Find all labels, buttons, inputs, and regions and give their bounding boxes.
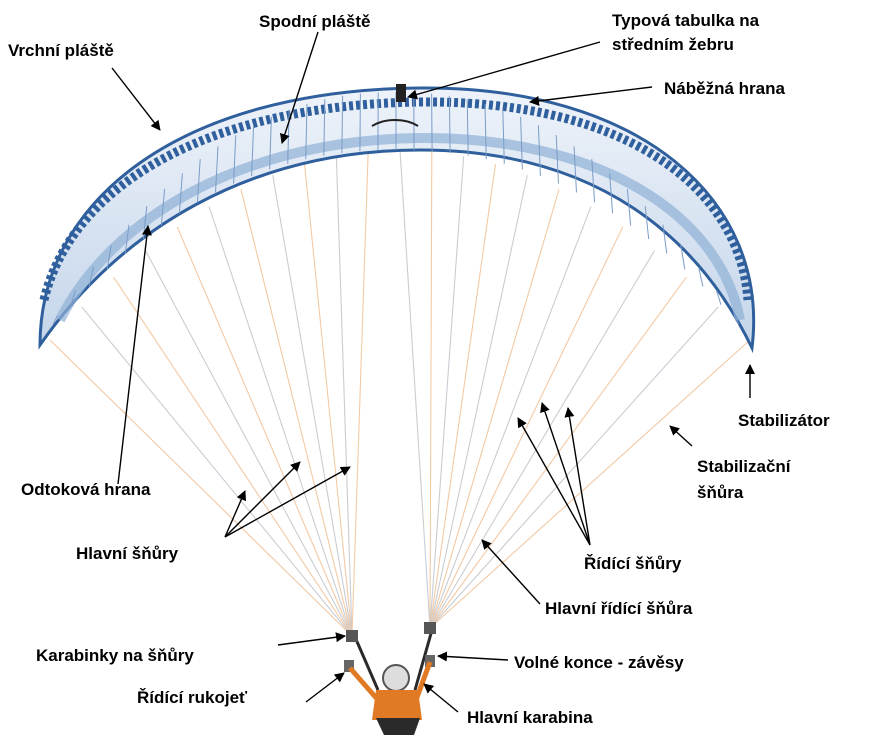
harness	[376, 718, 420, 735]
label-hlavni-snury: Hlavní šňůry	[76, 543, 178, 564]
center-rib-strap	[396, 84, 406, 102]
arrow-typova-tabulka	[408, 42, 600, 97]
suspension-line	[430, 175, 527, 628]
label-stabilizacni-line1: Stabilizační	[697, 456, 791, 477]
suspension-line	[177, 227, 352, 636]
arrow-karabinky	[278, 636, 345, 645]
suspension-line	[430, 164, 495, 628]
label-hlavni-karabina: Hlavní karabina	[467, 707, 593, 728]
suspension-line	[114, 277, 352, 636]
label-nabezna-hrana: Náběžná hrana	[664, 78, 785, 99]
arrow-volne-konce	[438, 656, 508, 660]
suspension-line	[430, 156, 464, 628]
arrow-ridici-rukojet	[306, 673, 344, 702]
suspension-line	[400, 150, 430, 628]
arrow-stabilizacni-snura	[670, 426, 692, 446]
pilot	[344, 622, 436, 735]
label-ridici-rukojet: Řídící rukojeť	[137, 687, 247, 708]
arrow-hlavni-ridici-snura	[482, 540, 540, 604]
label-stabilizator: Stabilizátor	[738, 410, 830, 431]
suspension-line	[336, 156, 352, 636]
suspension-line	[145, 250, 352, 636]
line-carabiner-right	[424, 622, 436, 634]
arrow-hlavni-snury-2	[225, 462, 300, 537]
label-karabinky: Karabinky na šňůry	[36, 645, 194, 666]
arrow-nabezna-hrana	[530, 87, 652, 102]
label-volne-konce: Volné konce - závěsy	[514, 652, 684, 673]
label-odtokova-hrana: Odtoková hrana	[21, 479, 150, 500]
arrow-vrchni-plaste	[112, 68, 160, 130]
label-spodni-plaste: Spodní pláště	[259, 11, 370, 32]
canopy	[40, 84, 754, 348]
arrow-odtokova-hrana	[118, 226, 148, 484]
canopy-cell-seam	[432, 94, 433, 152]
arrow-hlavni-snury-3	[225, 467, 350, 537]
suspension-line	[430, 207, 591, 628]
suspension-line	[430, 189, 559, 628]
suspension-line	[352, 152, 368, 636]
pilot-suit	[372, 690, 422, 720]
label-vrchni-plaste: Vrchní pláště	[8, 40, 114, 61]
suspension-line	[430, 152, 432, 628]
canopy-cell-seam	[360, 94, 361, 152]
helmet	[383, 665, 409, 691]
suspension-line	[430, 307, 718, 628]
label-hlavni-ridici-snura: Hlavní řídící šňůra	[545, 598, 692, 619]
line-carabiner-left	[346, 630, 358, 642]
label-ridici-snury: Řídící šňůry	[584, 553, 681, 574]
label-stabilizacni-line2: šňůra	[697, 482, 743, 503]
label-typova-tabulka-line2: středním žebru	[612, 34, 734, 55]
label-typova-tabulka-line1: Typová tabulka na	[612, 10, 759, 31]
arrow-hlavni-karabina	[424, 684, 458, 712]
